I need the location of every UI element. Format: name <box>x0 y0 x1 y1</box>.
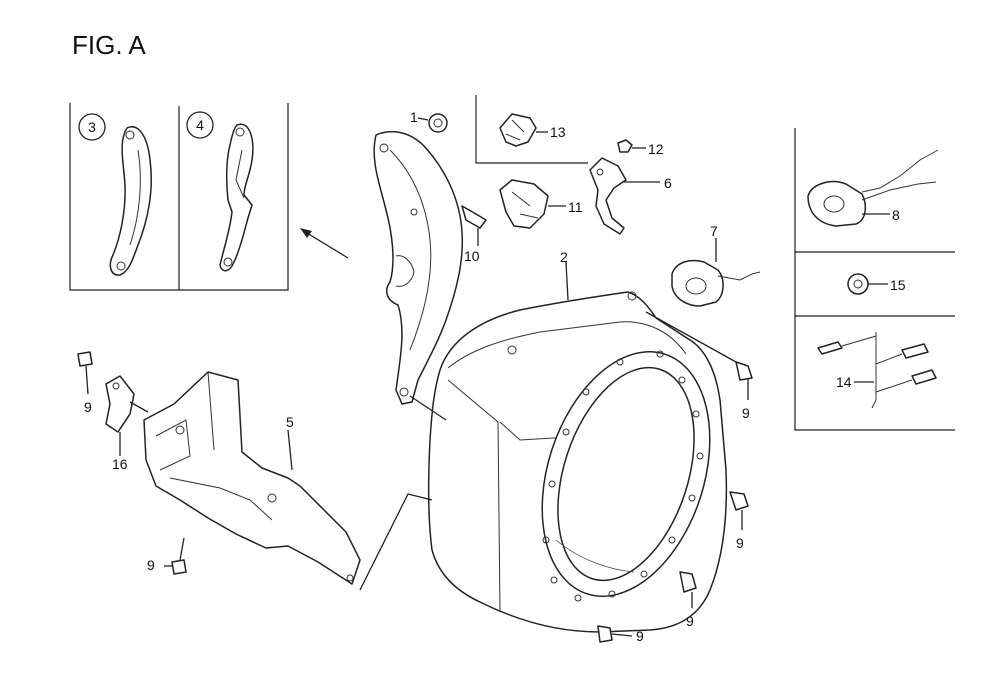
inset-box-parts-3-4: 3 4 <box>69 103 289 291</box>
part-8-sensor <box>807 149 939 227</box>
arrow-head <box>300 228 312 238</box>
callout-11: 11 <box>568 199 583 215</box>
callout-circle-3 <box>78 113 106 141</box>
callout-15: 15 <box>890 277 906 293</box>
side-shroud-plate <box>373 130 464 405</box>
callout-1: 1 <box>410 109 418 125</box>
bolt-9-bottom-left <box>164 537 187 575</box>
callout-6: 6 <box>664 175 672 191</box>
callout-9-b: 9 <box>147 557 155 573</box>
bolt-9-left <box>77 351 93 395</box>
part-7-switch <box>671 238 761 307</box>
callout-4: 4 <box>196 117 204 133</box>
connector-guard-to-cover <box>359 493 433 591</box>
inset-box-parts-8-15-14 <box>794 128 955 431</box>
part-15-grommet <box>847 273 888 295</box>
part-1-nut <box>417 113 448 133</box>
bolt-9-right-lower <box>679 571 697 608</box>
part-3-left-plate <box>109 126 152 276</box>
callout-9-a: 9 <box>84 399 92 415</box>
callout-10: 10 <box>464 248 480 264</box>
part-4-right-plate <box>219 123 254 272</box>
callout-14: 14 <box>836 374 852 390</box>
callout-9-e: 9 <box>686 613 694 629</box>
part-14-wire-harness <box>817 332 937 409</box>
callout-7: 7 <box>710 223 718 239</box>
bolt-9-right-upper <box>645 311 753 400</box>
callout-circle-4 <box>186 111 214 139</box>
callout-2: 2 <box>560 249 568 265</box>
part-13-clip <box>499 113 548 147</box>
part-12-bolt <box>617 139 646 153</box>
callout-9-c: 9 <box>742 405 750 421</box>
callout-12: 12 <box>648 141 664 157</box>
callout-9-f: 9 <box>636 628 644 644</box>
callout-9-d: 9 <box>736 535 744 551</box>
callout-5: 5 <box>286 414 294 430</box>
right-box-outline <box>794 128 955 431</box>
callout-3: 3 <box>88 119 96 135</box>
callout-13: 13 <box>550 124 566 140</box>
bolt-9-bottom-center <box>597 625 633 643</box>
part-10-bolt <box>461 205 487 246</box>
part-5-guard <box>143 371 361 585</box>
callout-16: 16 <box>112 456 128 472</box>
part-16-plate <box>105 375 149 456</box>
part-6-bracket <box>589 157 660 235</box>
connector-plate-to-cover <box>409 395 447 421</box>
callout-8: 8 <box>892 207 900 223</box>
inset-box-part-13 <box>475 95 588 164</box>
arrow-to-inset <box>300 228 349 259</box>
part-11-clip <box>499 179 566 229</box>
part-2-fan-cover <box>427 261 728 633</box>
figure-title: FIG. A <box>72 30 146 60</box>
bolt-9-right-middle <box>729 491 749 530</box>
